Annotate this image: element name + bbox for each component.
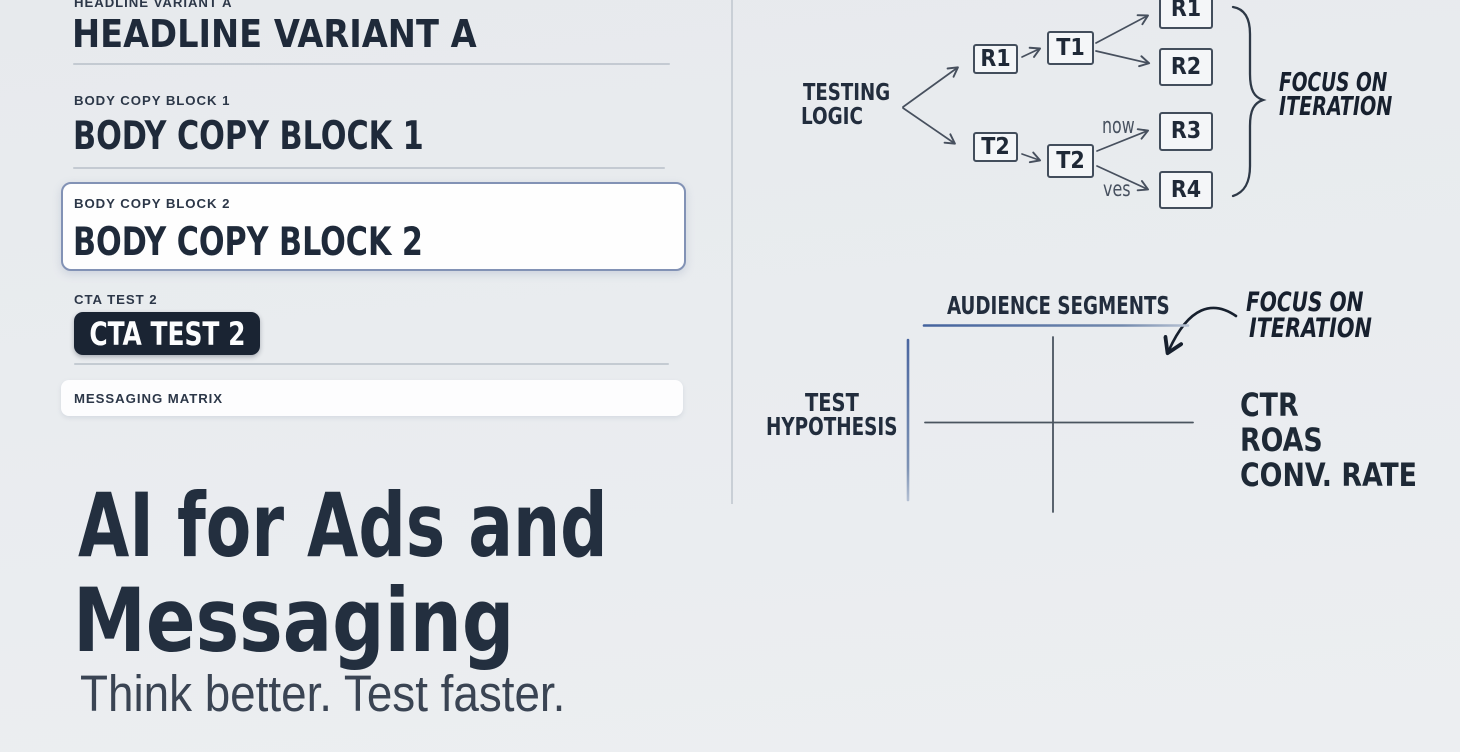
flow-title-line-1: TESTING xyxy=(803,80,891,107)
messaging-matrix-label: MESSAGING MATRIX xyxy=(74,390,224,406)
body-copy-2-text: BODY COPY BLOCK 2 xyxy=(72,218,423,265)
flow-node-test-top-text: T1 xyxy=(1056,34,1085,61)
messaging-matrix-row[interactable] xyxy=(61,380,683,416)
hero-title-line-1: AI for Ads and xyxy=(78,474,609,578)
flow-title-line-2: LOGIC xyxy=(801,104,864,131)
flow-node-result-2-text: R2 xyxy=(1170,53,1202,80)
flow-node-test-bottom: T2 xyxy=(1047,144,1094,178)
arrow-branch-top-to-test-top xyxy=(1021,46,1041,58)
body-copy-1-text: BODY COPY BLOCK 1 xyxy=(72,113,424,160)
flow-node-branch-bottom: T2 xyxy=(973,132,1018,162)
flow-node-result-1-text: R1 xyxy=(1170,0,1202,22)
arrow-branch-bottom-to-test-bottom xyxy=(1021,151,1042,164)
matrix-y-axis-label-line-1: TEST xyxy=(805,388,859,417)
divider-2 xyxy=(73,166,665,169)
metric-roas: ROAS xyxy=(1240,421,1323,459)
flow-node-test-bottom-text: T2 xyxy=(1056,147,1085,174)
flow-node-result-3: R3 xyxy=(1159,112,1213,151)
panel-divider-line xyxy=(731,0,733,504)
matrix-y-axis-label-line-2: HYPOTHESIS xyxy=(765,411,898,441)
matrix-x-axis-label: AUDIENCE SEGMENTS xyxy=(946,291,1170,321)
arrow-root-to-branch-bottom xyxy=(902,107,956,145)
flow-node-result-2: R2 xyxy=(1159,48,1213,86)
matrix-annotation-line-2: ITERATION xyxy=(1248,313,1372,345)
edge-label-now: now xyxy=(1102,113,1135,139)
cta-button-text: CTA TEST 2 xyxy=(88,314,246,353)
flow-node-branch-top-text: R1 xyxy=(980,45,1011,72)
arrow-test-bottom-to-result-3 xyxy=(1096,128,1150,152)
matrix-annotation-line-1: FOCUS ON xyxy=(1245,286,1363,318)
flow-arrows xyxy=(902,14,1151,192)
flow-node-branch-bottom-text: T2 xyxy=(981,133,1010,160)
flow-node-result-4-text: R4 xyxy=(1170,176,1202,203)
cta-button[interactable]: CTA TEST 2 xyxy=(74,312,260,355)
flow-annotation-line-2: ITERATION xyxy=(1279,91,1393,122)
curved-annotation-arrow xyxy=(1169,306,1238,350)
arrow-root-to-branch-top xyxy=(902,66,959,108)
body-copy-1-label: BODY COPY BLOCK 1 xyxy=(74,93,231,108)
body-copy-2-label: BODY COPY BLOCK 2 xyxy=(74,196,231,212)
brace xyxy=(1231,5,1267,198)
arrow-test-top-to-result-2 xyxy=(1095,50,1151,68)
flow-annotation-line-1: FOCUS ON xyxy=(1279,67,1388,98)
metric-conv-rate: CONV. RATE xyxy=(1240,455,1418,494)
flow-node-test-top: T1 xyxy=(1047,31,1094,65)
flow-node-result-4: R4 xyxy=(1159,171,1213,209)
headline-variant-text: HEADLINE VARIANT A xyxy=(72,11,477,57)
arrow-test-top-to-result-1 xyxy=(1095,14,1149,44)
divider-1 xyxy=(73,62,670,65)
flow-node-branch-top: R1 xyxy=(973,44,1018,74)
metric-ctr: CTR xyxy=(1240,386,1299,425)
divider-3 xyxy=(74,362,669,365)
flow-node-result-3-text: R3 xyxy=(1170,118,1202,144)
cta-label: CTA TEST 2 xyxy=(74,291,158,307)
flow-node-result-1: R1 xyxy=(1159,0,1213,29)
edge-label-ves: ves xyxy=(1103,177,1131,202)
arrow-test-bottom-to-result-4 xyxy=(1096,165,1149,192)
hero-subtitle: Think better. Test faster. xyxy=(80,665,566,723)
hero-title-line-2: Messaging xyxy=(72,569,515,673)
body-copy-2-card[interactable] xyxy=(61,182,686,271)
headline-variant-label-cut: HEADLINE VARIANT A xyxy=(74,0,233,10)
